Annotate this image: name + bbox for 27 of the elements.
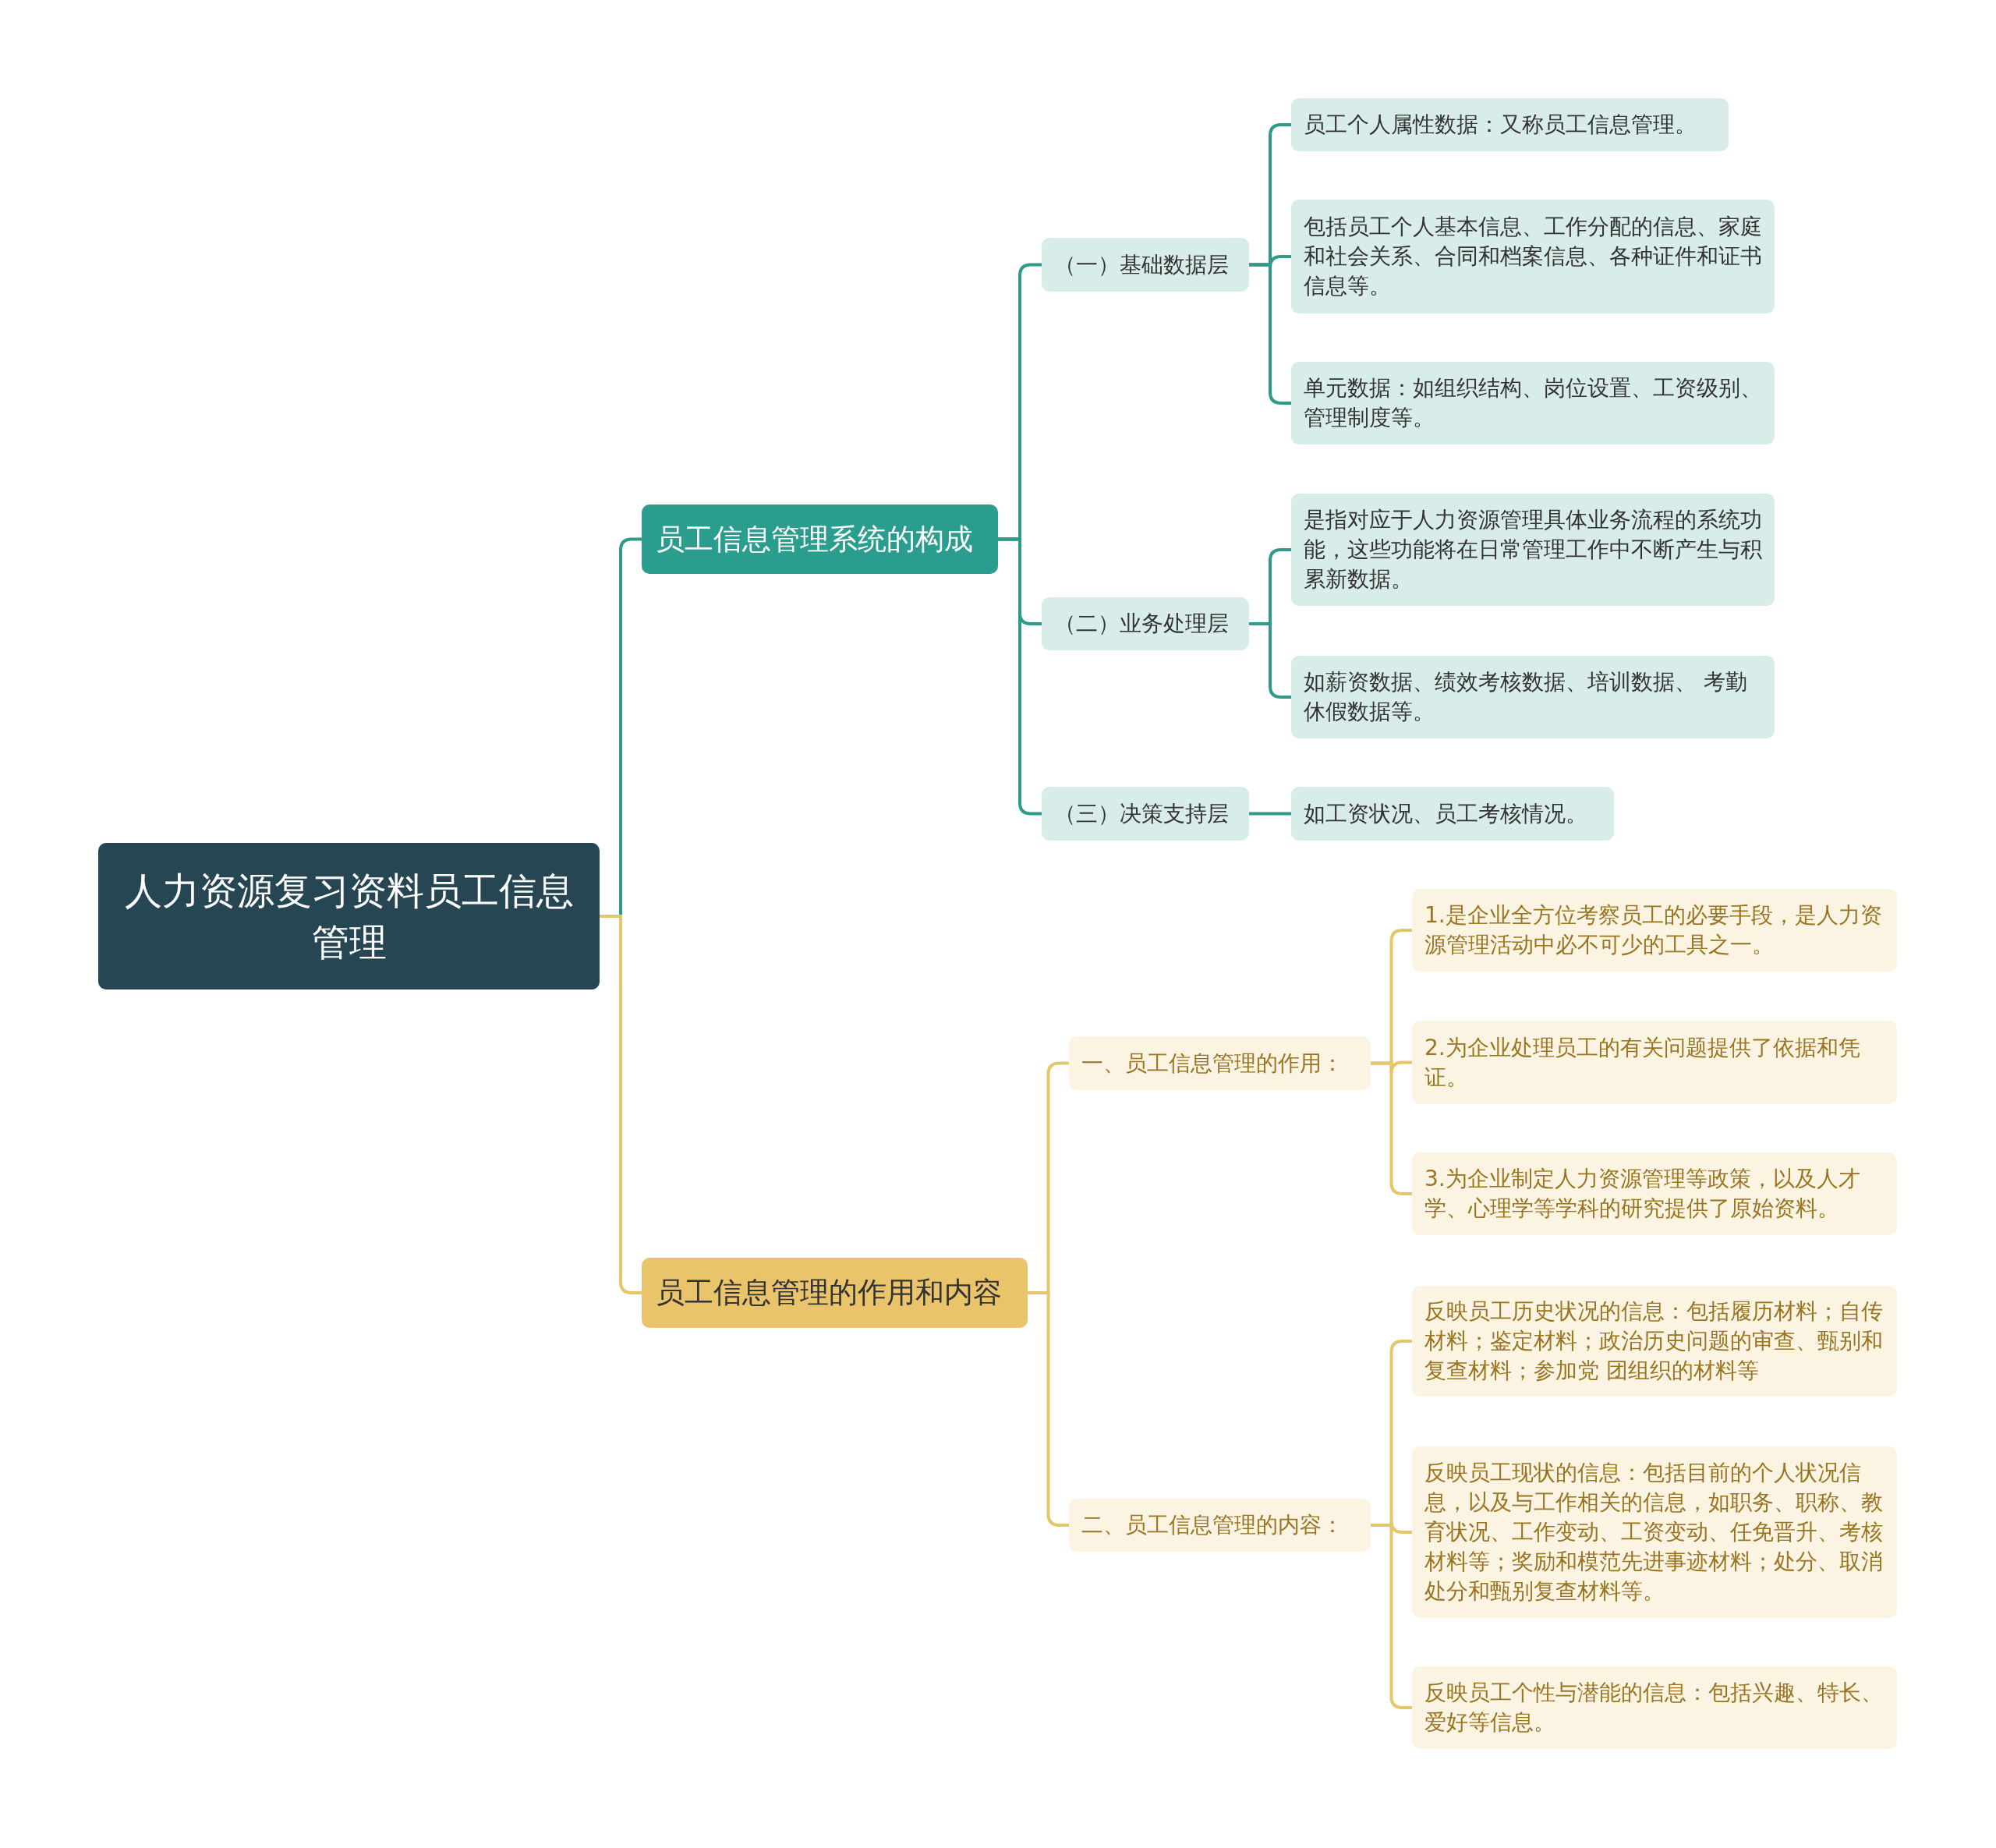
detail-box: 如薪资数据、绩效考核数据、培训数据、 考勤休假数据等。 bbox=[1291, 656, 1775, 738]
connector-line bbox=[1249, 812, 1291, 816]
branch-box: 员工信息管理系统的构成 bbox=[642, 504, 998, 574]
connector-line bbox=[1028, 1291, 1069, 1527]
subtopic-box: 一、员工信息管理的作用： bbox=[1069, 1036, 1371, 1090]
connector-line bbox=[600, 915, 642, 1294]
subtopic-box: （一）基础数据层 bbox=[1042, 238, 1249, 292]
detail-box: 包括员工个人基本信息、工作分配的信息、家庭和社会关系、合同和档案信息、各种证件和证书信息等。 bbox=[1291, 200, 1775, 313]
subtopic-box: （二）业务处理层 bbox=[1042, 597, 1249, 650]
connector-line bbox=[1249, 263, 1291, 405]
detail-box: 反映员工历史状况的信息：包括履历材料；自传材料；鉴定材料；政治历史问题的审查、甄别和复查材料；参加党 团组织的材料等 bbox=[1412, 1286, 1897, 1397]
detail-box: 反映员工个性与潜能的信息：包括兴趣、特长、爱好等信息。 bbox=[1412, 1666, 1897, 1749]
topic-box: 人力资源复习资料员工信息管理 bbox=[98, 843, 600, 989]
connector-line bbox=[1371, 1061, 1412, 1195]
subtopic-box: （三）决策支持层 bbox=[1042, 787, 1249, 841]
detail-box: 反映员工现状的信息：包括目前的个人状况信息，以及与工作相关的信息，如职务、职称、教育状况、工作变动、工资变动、任免晋升、考核材料等；奖励和模范先进事迹材料；处分、取消处分和甄别复查材料等。 bbox=[1412, 1446, 1897, 1618]
detail-box: 如工资状况、员工考核情况。 bbox=[1291, 787, 1614, 841]
detail-box: 单元数据：如组织结构、岗位设置、工资级别、管理制度等。 bbox=[1291, 362, 1775, 444]
branch-box: 员工信息管理的作用和内容 bbox=[642, 1258, 1028, 1328]
detail-box: 员工个人属性数据：又称员工信息管理。 bbox=[1291, 98, 1729, 151]
detail-box: 2.为企业处理员工的有关问题提供了依据和凭证。 bbox=[1412, 1021, 1897, 1104]
detail-box: 3.为企业制定人力资源管理等政策，以及人才学、心理学等学科的研究提供了原始资料。 bbox=[1412, 1152, 1897, 1235]
subtopic-box: 二、员工信息管理的内容： bbox=[1069, 1499, 1371, 1552]
connector-line bbox=[998, 537, 1042, 816]
detail-box: 1.是企业全方位考察员工的必要手段，是人力资源管理活动中必不可少的工具之一。 bbox=[1412, 889, 1897, 972]
connector-line bbox=[1249, 622, 1291, 699]
detail-box: 是指对应于人力资源管理具体业务流程的系统功能，这些功能将在日常管理工作中不断产生与积累新数据。 bbox=[1291, 494, 1775, 606]
